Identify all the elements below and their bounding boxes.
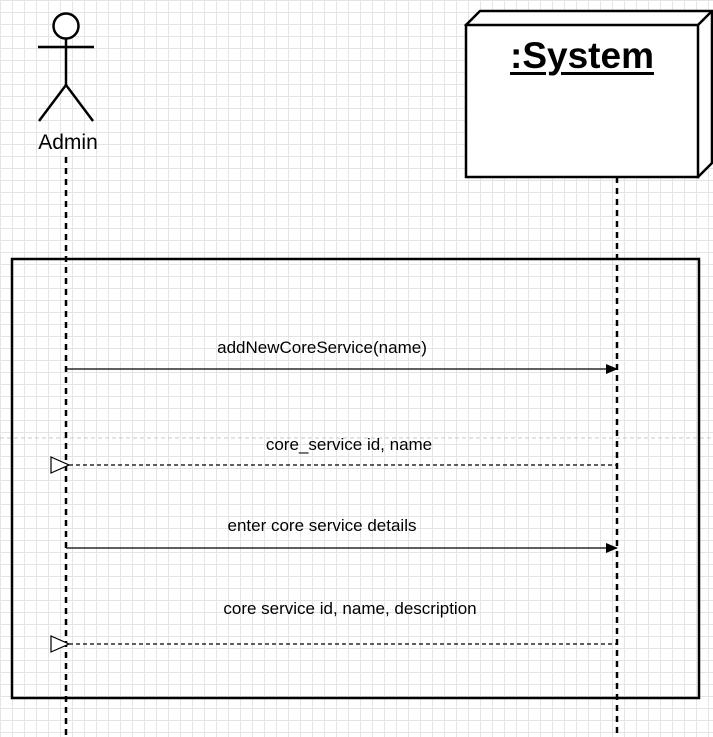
- actor-name-label: Admin: [38, 131, 98, 154]
- message-label-2: core_service id, name: [265, 435, 433, 454]
- system-node-box[interactable]: [464, 9, 713, 179]
- system-name-label: :System: [510, 35, 654, 76]
- message-label-3: enter core service details: [227, 516, 417, 535]
- interaction-frame[interactable]: [10, 257, 701, 700]
- message-label-4: core service id, name, description: [223, 599, 477, 618]
- actor-stick-figure-icon[interactable]: [38, 12, 94, 122]
- message-label-1: addNewCoreService(name): [217, 338, 427, 357]
